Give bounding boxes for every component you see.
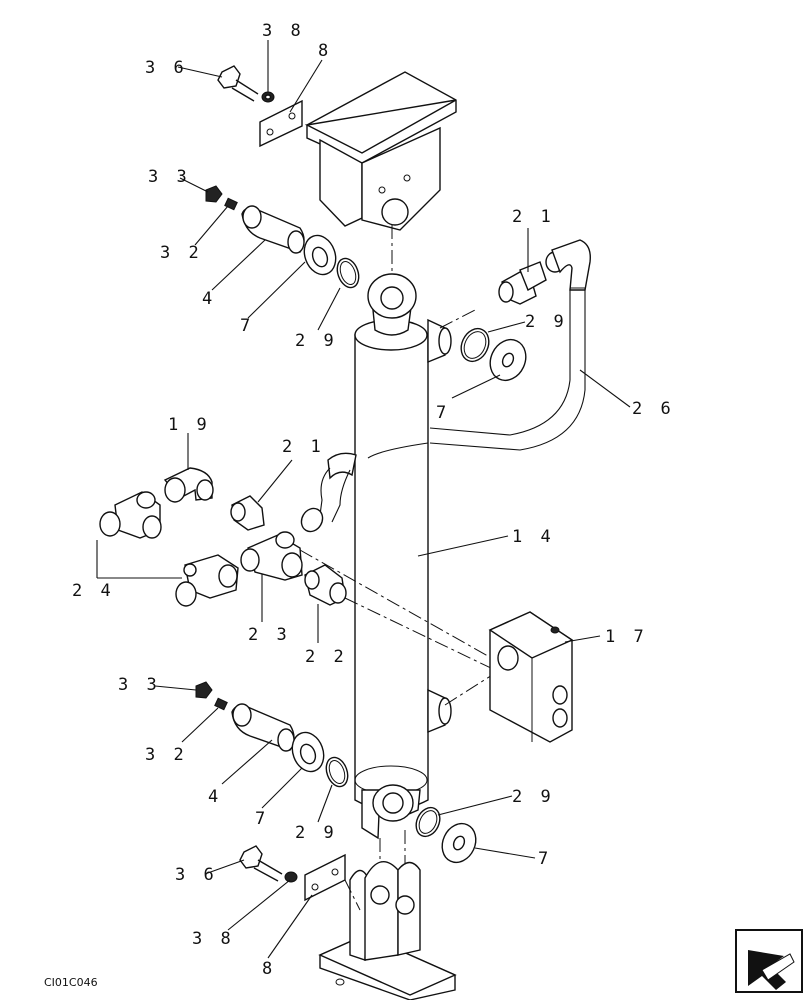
callout-29-right-upper: 2 9 bbox=[525, 312, 568, 332]
left-fitting-set bbox=[99, 467, 501, 706]
callout-23: 2 3 bbox=[248, 625, 291, 645]
callout-33-lower: 3 3 bbox=[118, 675, 161, 695]
callout-21-left: 2 1 bbox=[282, 437, 325, 457]
lower-right-seals bbox=[415, 806, 477, 864]
callout-29-upper: 2 9 bbox=[295, 331, 338, 351]
callout-19: 1 9 bbox=[168, 415, 211, 435]
callout-22: 2 2 bbox=[305, 647, 348, 667]
callout-4-lower: 4 bbox=[208, 787, 222, 807]
callout-14: 1 4 bbox=[512, 527, 555, 547]
callout-38-lower: 3 8 bbox=[192, 929, 235, 949]
callout-4-upper: 4 bbox=[202, 289, 216, 309]
callout-38-upper: 3 8 bbox=[262, 21, 305, 41]
callout-8-upper: 8 bbox=[318, 41, 332, 61]
callout-7-right-lower: 7 bbox=[538, 849, 552, 869]
callout-26: 2 6 bbox=[632, 399, 675, 419]
callout-21-upper: 2 1 bbox=[512, 207, 555, 227]
callout-7-lower: 7 bbox=[255, 809, 269, 829]
lower-pin-set bbox=[195, 681, 349, 788]
callout-labels: 3 6 3 8 8 3 3 3 2 4 7 2 9 2 1 2 9 7 2 6 … bbox=[72, 21, 675, 979]
upper-bracket bbox=[304, 71, 457, 275]
callout-8-lower: 8 bbox=[262, 959, 276, 979]
arrow-next-icon[interactable] bbox=[735, 929, 803, 993]
callout-24: 2 4 bbox=[72, 581, 115, 601]
callout-7-upper: 7 bbox=[240, 316, 254, 336]
callout-29-lower: 2 9 bbox=[295, 823, 338, 843]
callout-32-lower: 3 2 bbox=[145, 745, 188, 765]
lower-bracket bbox=[239, 845, 457, 1000]
hydraulic-cylinder bbox=[354, 273, 452, 890]
callout-7-right-upper: 7 bbox=[436, 403, 450, 423]
upper-hose-assembly bbox=[300, 239, 591, 533]
callout-36-upper: 3 6 bbox=[145, 58, 188, 78]
callout-32-upper: 3 2 bbox=[160, 243, 203, 263]
callout-33-upper: 3 3 bbox=[148, 167, 191, 187]
callout-36-lower: 3 6 bbox=[175, 865, 218, 885]
valve-block bbox=[488, 611, 574, 743]
upper-pin-set bbox=[205, 65, 360, 289]
drawing-code: CI01C046 bbox=[44, 976, 98, 989]
callout-29-right-lower: 2 9 bbox=[512, 787, 555, 807]
upper-right-seals bbox=[439, 309, 527, 382]
leader-lines bbox=[96, 40, 631, 959]
callout-17: 1 7 bbox=[605, 627, 648, 647]
